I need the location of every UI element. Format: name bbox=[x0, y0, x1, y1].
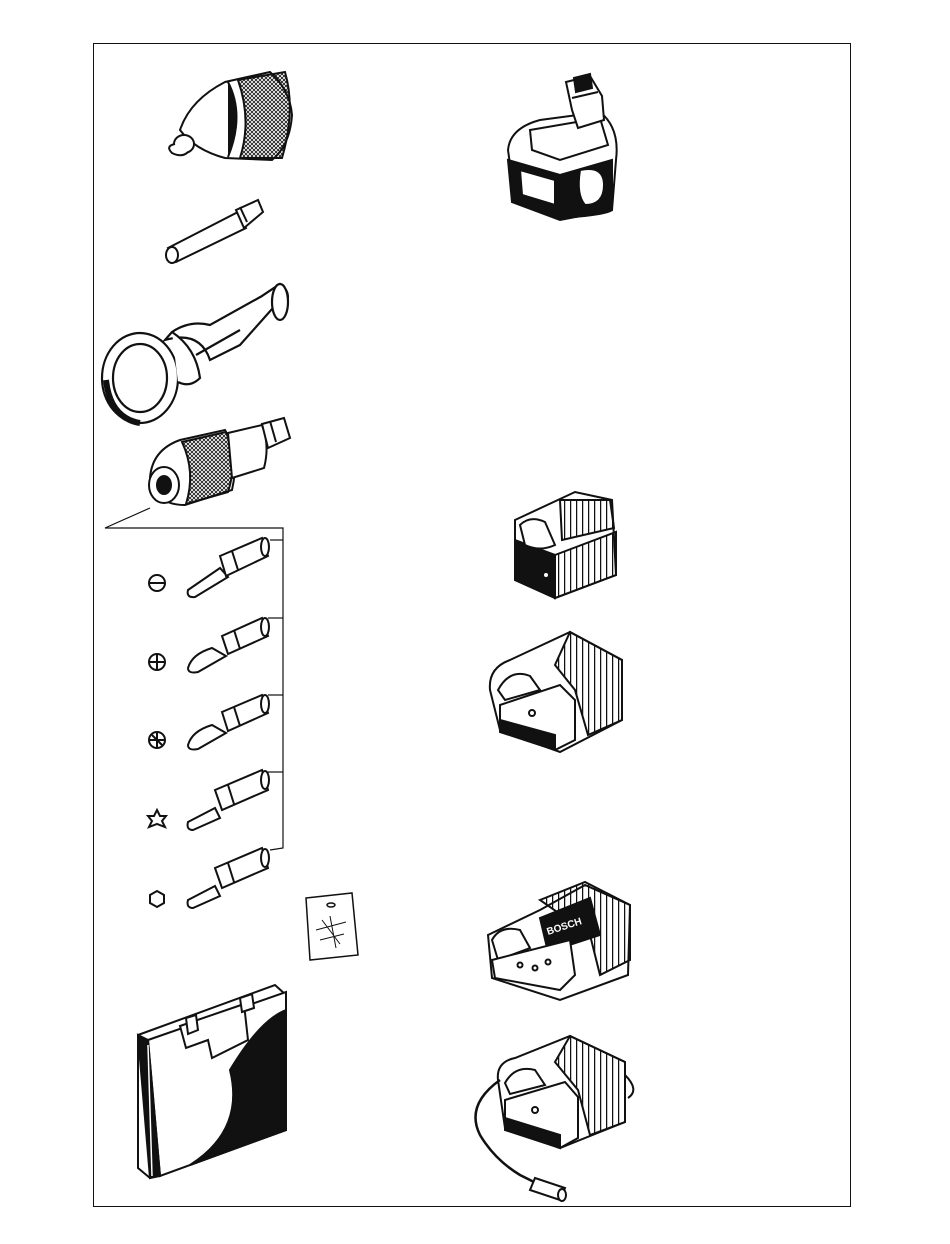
charger-car-icon bbox=[476, 1036, 634, 1201]
hex-bit-icon bbox=[150, 848, 269, 908]
charger-small-icon bbox=[515, 492, 616, 598]
slotted-bit-icon bbox=[149, 538, 269, 597]
quick-release-chuck-icon bbox=[149, 418, 290, 505]
pozidriv-bit-icon bbox=[149, 695, 269, 750]
bit-bag-icon bbox=[306, 893, 358, 960]
torx-bit-icon bbox=[148, 770, 269, 830]
phillips-bit-icon bbox=[149, 618, 269, 673]
charger-medium-icon bbox=[490, 632, 622, 752]
keyless-chuck-icon bbox=[169, 72, 292, 160]
charger-bosch-icon: BOSCH bbox=[488, 882, 630, 1000]
carrying-case-icon bbox=[138, 985, 286, 1178]
auxiliary-handle-icon bbox=[102, 284, 288, 423]
battery-pack-icon bbox=[508, 74, 617, 220]
bit-holder-icon bbox=[166, 200, 263, 263]
